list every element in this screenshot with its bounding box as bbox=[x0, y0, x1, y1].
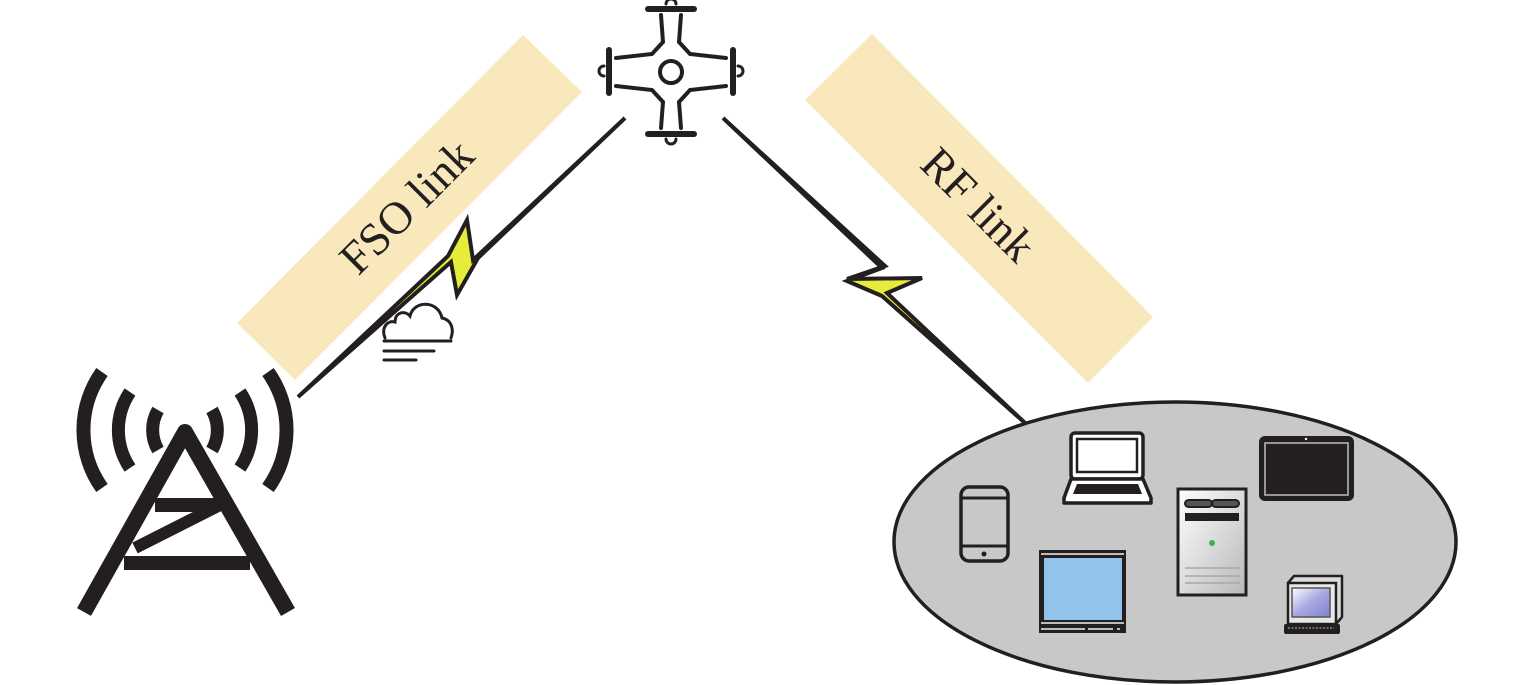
fso-band bbox=[237, 35, 582, 380]
rf-band bbox=[805, 34, 1153, 383]
smartphone-icon bbox=[959, 485, 1010, 563]
monitor-screen bbox=[1044, 558, 1122, 620]
tablet-icon bbox=[1259, 436, 1354, 501]
fso-lightning-bolt bbox=[296, 116, 627, 399]
radio-tower-icon bbox=[76, 367, 295, 616]
rf-lightning-bolt bbox=[721, 116, 1027, 425]
drone-icon bbox=[597, 0, 745, 146]
rf-link-label-band: RF link bbox=[805, 34, 1153, 383]
fog-cloud-icon bbox=[382, 302, 454, 362]
power-led bbox=[1209, 540, 1215, 546]
desktop-tower-icon bbox=[1176, 487, 1248, 597]
crt-computer-icon bbox=[1284, 574, 1344, 634]
laptop-icon bbox=[1062, 431, 1153, 505]
monitor-icon bbox=[1039, 550, 1126, 633]
